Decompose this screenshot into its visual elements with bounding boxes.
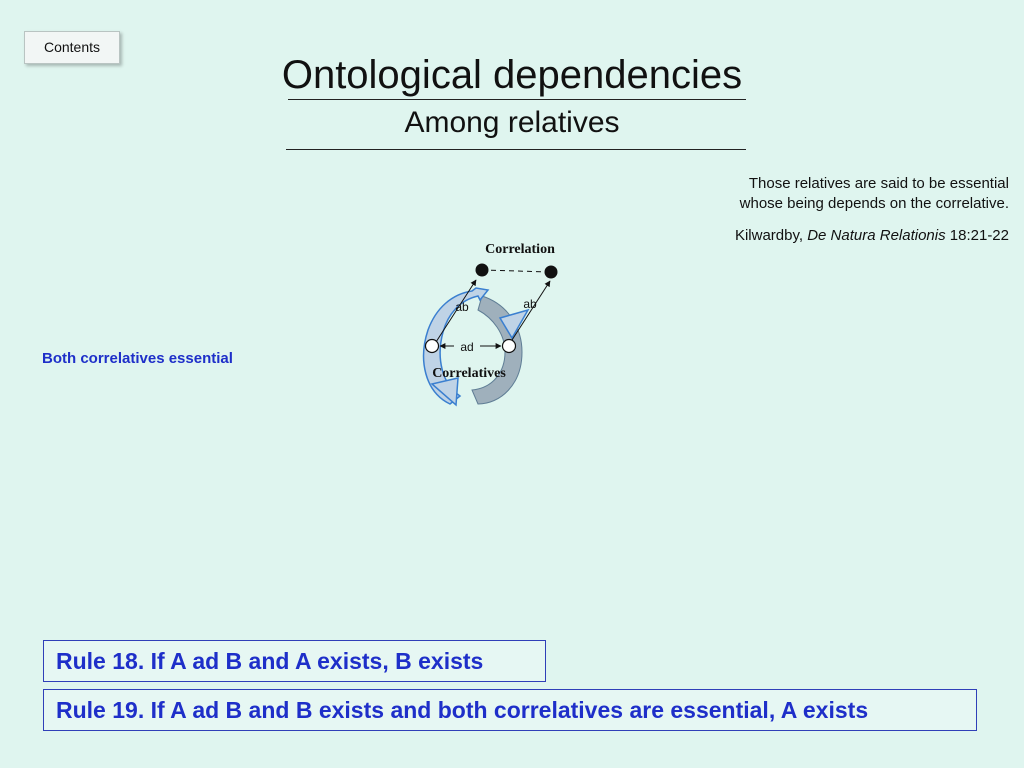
ab-label-right: ab bbox=[523, 297, 537, 311]
ab-arrow-right bbox=[511, 280, 551, 341]
correlation-dashed-line bbox=[481, 269, 552, 273]
quote-citation: Kilwardby, De Natura Relationis 18:21-22 bbox=[589, 226, 1009, 246]
citation-author: Kilwardby, bbox=[734, 227, 808, 244]
ab-arrow-left bbox=[435, 279, 477, 343]
rule-19-box: Rule 19. If A ad B and B exists and both… bbox=[43, 689, 977, 731]
page-title: Ontological dependencies bbox=[281, 53, 743, 97]
cycle-arrow-blue bbox=[422, 287, 490, 405]
cycle-arrowhead-bottom bbox=[430, 377, 459, 407]
ab-label-left: ab bbox=[455, 300, 469, 314]
citation-ref: 18:21-22 bbox=[945, 227, 1009, 244]
correlation-dot-right bbox=[544, 265, 558, 279]
rule-18-box: Rule 18. If A ad B and A exists, B exist… bbox=[43, 640, 546, 682]
title-underline bbox=[288, 99, 746, 100]
subtitle-underline bbox=[286, 149, 746, 150]
correlatives-label: Correlatives bbox=[432, 366, 506, 381]
page-subtitle: Among relatives bbox=[404, 106, 620, 139]
correlative-node-a bbox=[424, 338, 440, 354]
correlative-node-b bbox=[501, 338, 517, 354]
correlation-dot-left bbox=[475, 263, 489, 277]
cycle-arrowhead-right bbox=[498, 308, 530, 340]
correlation-diagram: Correlation ab ab ad Correlatives bbox=[422, 242, 558, 407]
ad-label: ad bbox=[460, 340, 473, 354]
quote-line-1: Those relatives are said to be essential bbox=[748, 175, 1009, 192]
quote-text: Those relatives are said to be essential… bbox=[589, 174, 1009, 214]
citation-work: De Natura Relationis bbox=[807, 227, 946, 244]
side-label: Both correlatives essential bbox=[42, 350, 233, 367]
correlation-label: Correlation bbox=[485, 242, 555, 257]
contents-button[interactable]: Contents bbox=[24, 31, 120, 64]
quote-line-2: whose being depends on the correlative. bbox=[739, 195, 1009, 212]
